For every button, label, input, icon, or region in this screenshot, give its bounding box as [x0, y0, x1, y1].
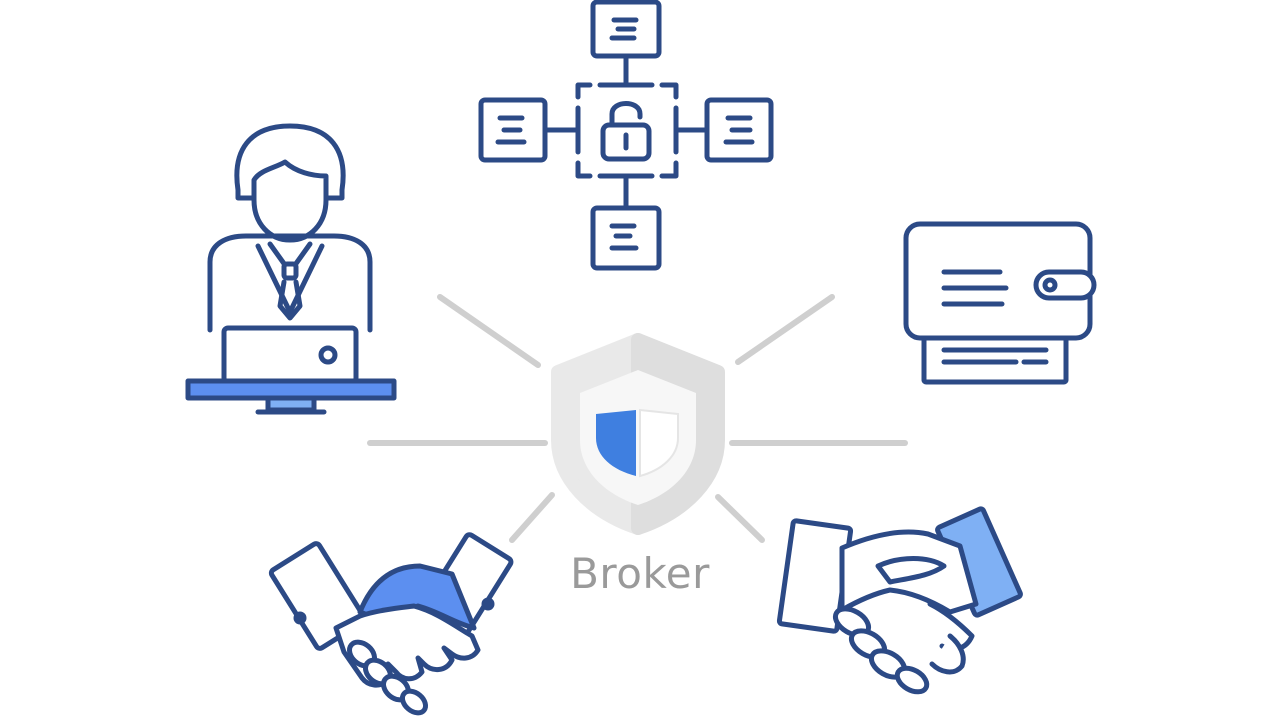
connector-top-right	[735, 294, 835, 365]
connector-top-left	[437, 294, 541, 368]
wallet-icon	[903, 221, 1097, 385]
broker-shield-icon	[551, 333, 725, 535]
connector-bottom-left	[509, 492, 555, 543]
handshake-left-icon	[268, 532, 514, 716]
broker-label: Broker	[570, 549, 710, 598]
handshake-right-icon	[776, 506, 1023, 695]
connector-bottom-right	[715, 494, 765, 543]
businessman-at-computer-icon	[185, 123, 397, 415]
connector-lines	[367, 294, 908, 543]
blockchain-network-icon	[478, 0, 774, 271]
